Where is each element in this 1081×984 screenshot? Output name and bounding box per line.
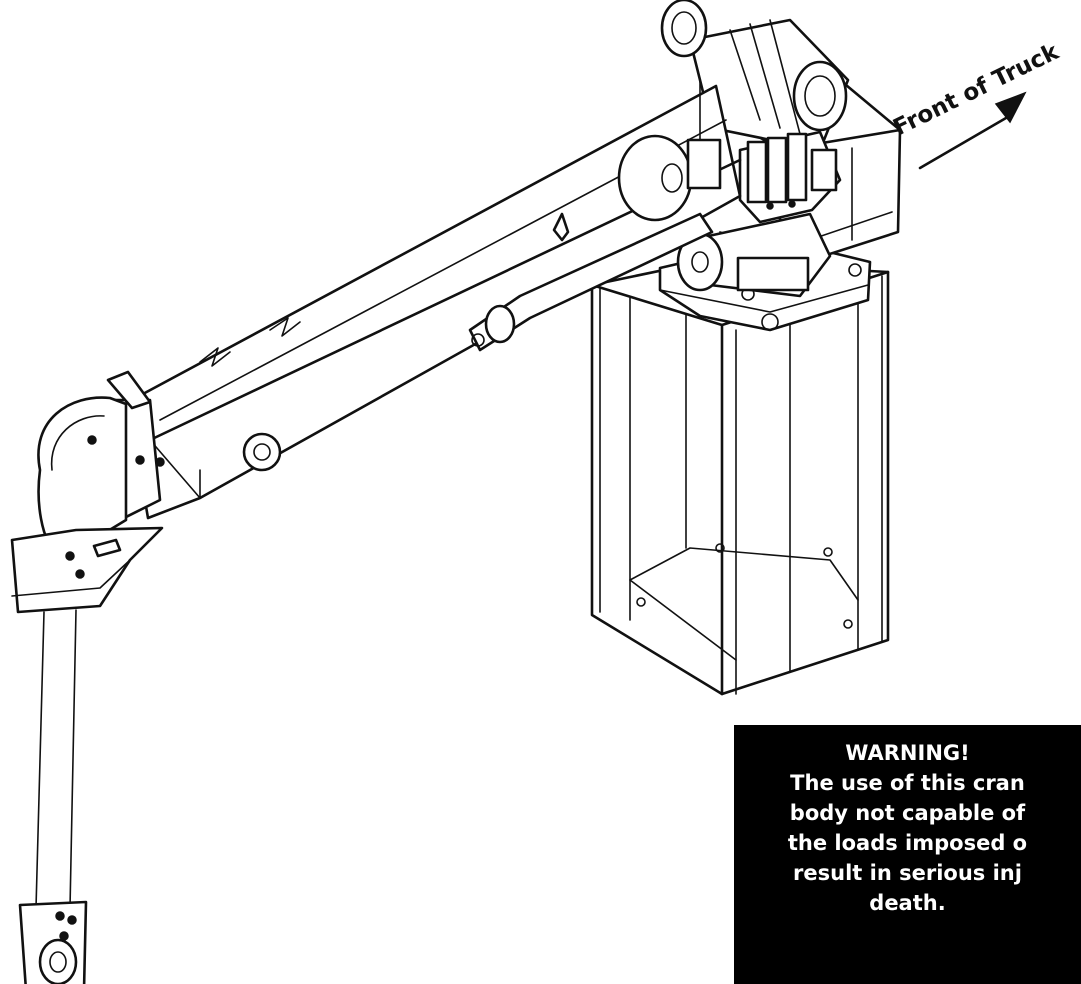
direction-arrow-line xyxy=(918,116,1008,170)
crane-pedestal xyxy=(590,260,890,696)
front-of-truck-callout: Front of Truck xyxy=(889,39,1063,170)
warning-line: the loads imposed o xyxy=(787,831,1028,855)
warning-line: The use of this cran xyxy=(790,771,1025,795)
warning-title: WARNING! xyxy=(845,741,970,765)
front-of-truck-label: Front of Truck xyxy=(889,39,1063,142)
hoist-block xyxy=(18,609,88,984)
winch-motor xyxy=(660,0,850,152)
warning-line: result in serious inj xyxy=(793,861,1022,885)
boom-tip xyxy=(10,396,164,614)
warning-line: body not capable of xyxy=(789,801,1026,825)
boom-cylinder xyxy=(242,79,722,472)
control-valves xyxy=(738,130,842,224)
warning-line: death. xyxy=(869,891,946,915)
warning-box: WARNING! The use of this cran body not c… xyxy=(734,725,1081,984)
direction-arrow-head xyxy=(994,91,1027,124)
